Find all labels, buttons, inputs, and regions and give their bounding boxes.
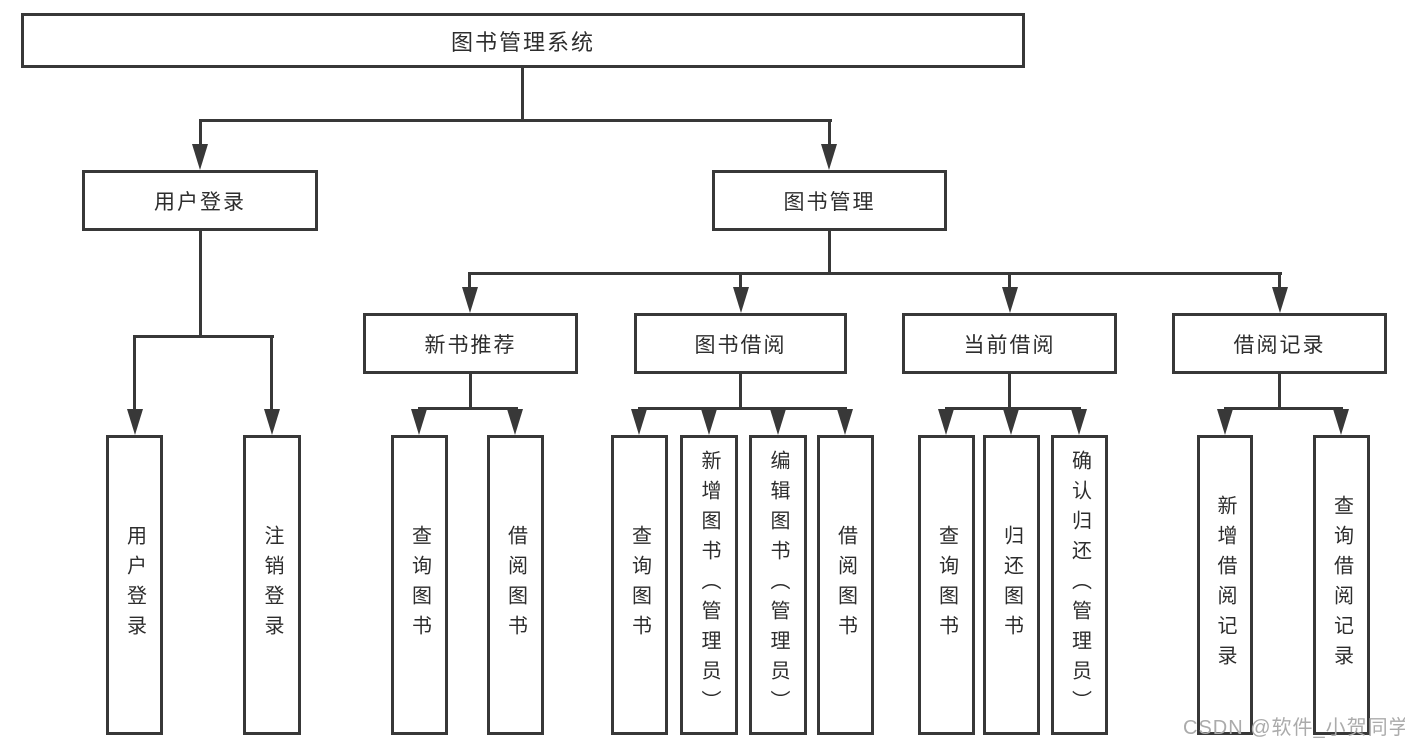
connector-user-leaf2-drop [270, 335, 273, 411]
leaf-return-books: 归还图书 [983, 435, 1040, 735]
leaf-borrow-books: 借阅图书 [817, 435, 874, 735]
leaf-logout: 注销登录 [243, 435, 301, 735]
node-book-mgmt: 图书管理 [712, 170, 947, 231]
arrow-down-icon [733, 287, 749, 313]
leaf-recommend-query-books-label: 查询图书 [408, 525, 431, 645]
arrow-down-icon [1272, 287, 1288, 313]
arrow-down-icon [1002, 287, 1018, 313]
node-borrow-records: 借阅记录 [1172, 313, 1387, 374]
arrow-down-icon [770, 409, 786, 435]
node-borrow-records-label: 借阅记录 [1233, 333, 1326, 357]
arrow-down-icon [1217, 409, 1233, 435]
connector-root-vertical [521, 66, 524, 119]
leaf-confirm-return-admin: 确认归还（管理员） [1051, 435, 1108, 735]
leaf-borrow-query-books: 查询图书 [611, 435, 668, 735]
leaf-edit-books-admin-label: 编辑图书（管理员） [767, 450, 789, 720]
node-current-borrow: 当前借阅 [902, 313, 1117, 374]
leaf-edit-books-admin: 编辑图书（管理员） [749, 435, 807, 735]
node-root: 图书管理系统 [21, 13, 1025, 68]
leaf-borrow-books-label: 借阅图书 [834, 525, 857, 645]
connector-user-drop [199, 119, 202, 147]
connector-level3-horizontal [469, 272, 1282, 275]
connector-records-drop [1278, 272, 1281, 290]
leaf-query-borrow-record-label: 查询借阅记录 [1330, 495, 1353, 675]
connector-user-children-horizontal [133, 335, 274, 338]
leaf-current-query-books-label: 查询图书 [935, 525, 958, 645]
connector-mgmt-drop [828, 119, 831, 147]
node-book-mgmt-label: 图书管理 [783, 190, 876, 214]
connector-borrow-drop [739, 272, 742, 290]
csdn-watermark: CSDN @软件_小贺同学 [1183, 717, 1405, 739]
leaf-recommend-borrow-books: 借阅图书 [487, 435, 544, 735]
arrow-down-icon [938, 409, 954, 435]
node-new-book-recommend: 新书推荐 [363, 313, 578, 374]
leaf-return-books-label: 归还图书 [1000, 525, 1023, 645]
arrow-down-icon [837, 409, 853, 435]
node-current-borrow-label: 当前借阅 [963, 333, 1056, 357]
leaf-recommend-query-books: 查询图书 [391, 435, 448, 735]
arrow-down-icon [411, 409, 427, 435]
leaf-add-borrow-record: 新增借阅记录 [1197, 435, 1253, 735]
node-book-borrow: 图书借阅 [634, 313, 847, 374]
connector-level2-horizontal [199, 119, 832, 122]
connector-mgmt-vertical [828, 229, 831, 274]
leaf-user-login-label: 用户登录 [123, 525, 146, 645]
leaf-current-query-books: 查询图书 [918, 435, 975, 735]
connector-user-leaf1-drop [133, 335, 136, 411]
node-book-borrow-label: 图书借阅 [694, 333, 787, 357]
connector-recommend-drop [468, 272, 471, 290]
node-user-login: 用户登录 [82, 170, 318, 231]
connector-current-drop [1008, 272, 1011, 290]
connector-current-vertical [1008, 372, 1011, 410]
arrow-down-icon [631, 409, 647, 435]
leaf-add-books-admin-label: 新增图书（管理员） [698, 450, 720, 720]
connector-borrow-children-horizontal [638, 407, 847, 410]
connector-recommend-children-horizontal [418, 407, 518, 410]
arrow-down-icon [1333, 409, 1349, 435]
leaf-recommend-borrow-books-label: 借阅图书 [504, 525, 527, 645]
node-new-book-recommend-label: 新书推荐 [424, 333, 517, 357]
leaf-confirm-return-admin-label: 确认归还（管理员） [1068, 450, 1091, 720]
arrow-down-icon [701, 409, 717, 435]
arrow-down-icon [264, 409, 280, 435]
connector-records-vertical [1278, 372, 1281, 410]
leaf-add-borrow-record-label: 新增借阅记录 [1214, 495, 1236, 675]
connector-user-vertical [199, 229, 202, 336]
arrow-down-icon [1071, 409, 1087, 435]
leaf-logout-label: 注销登录 [261, 525, 283, 645]
node-root-label: 图书管理系统 [450, 29, 595, 55]
leaf-add-books-admin: 新增图书（管理员） [680, 435, 738, 735]
connector-borrow-vertical [739, 372, 742, 410]
arrow-down-icon [507, 409, 523, 435]
connector-current-children-horizontal [945, 407, 1081, 410]
arrow-down-icon [462, 287, 478, 313]
arrow-down-icon [192, 144, 208, 170]
leaf-user-login: 用户登录 [106, 435, 163, 735]
node-user-login-label: 用户登录 [154, 190, 246, 214]
arrow-down-icon [127, 409, 143, 435]
connector-recommend-vertical [469, 372, 472, 410]
arrow-down-icon [821, 144, 837, 170]
connector-records-children-horizontal [1224, 407, 1343, 410]
arrow-down-icon [1003, 409, 1019, 435]
leaf-borrow-query-books-label: 查询图书 [628, 525, 651, 645]
leaf-query-borrow-record: 查询借阅记录 [1313, 435, 1370, 735]
